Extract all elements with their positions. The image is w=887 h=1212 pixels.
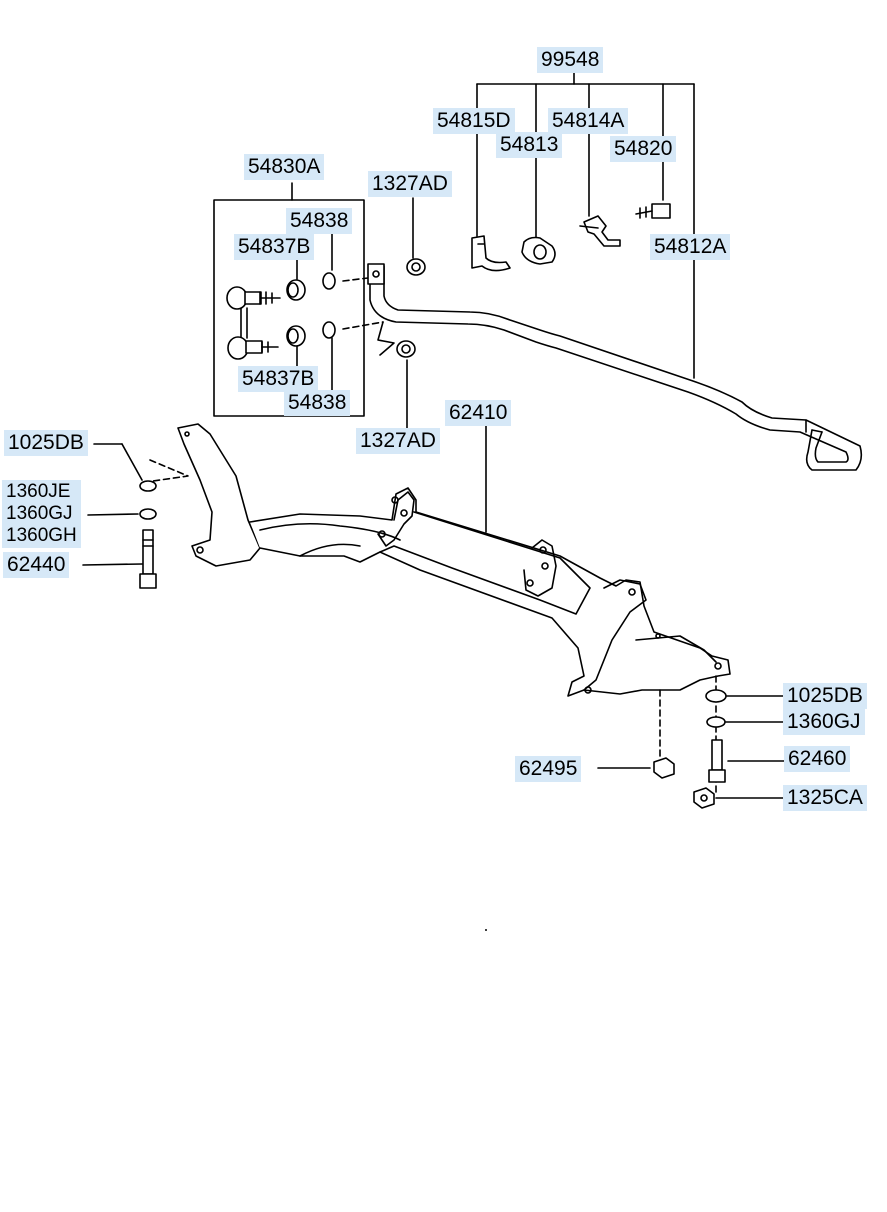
washer-1360-left <box>139 508 157 520</box>
label-62410: 62410 <box>445 400 512 426</box>
crossmember-62410 <box>177 423 731 697</box>
label-99548: 99548 <box>537 47 604 73</box>
bushing-54837b-top <box>286 279 306 301</box>
leader-1025db-left-2 <box>121 443 143 481</box>
label-54830a: 54830A <box>244 154 325 180</box>
bushing-54837b-bot <box>286 325 306 347</box>
label-54837b-bot: 54837B <box>238 366 319 392</box>
nut-62495 <box>653 757 675 779</box>
washer-54838-top <box>322 272 336 290</box>
stabilizer-link <box>226 286 281 360</box>
washer-1360gj-right <box>706 716 726 728</box>
nut-1327ad-bot <box>396 340 416 358</box>
label-1025db-right: 1025DB <box>783 683 867 709</box>
label-62440: 62440 <box>3 552 70 578</box>
clamp-54815d <box>471 235 511 272</box>
label-54813: 54813 <box>496 132 563 158</box>
washer-54838-bot <box>322 321 336 339</box>
label-54815d: 54815D <box>433 108 515 134</box>
label-1325ca: 1325CA <box>783 785 867 811</box>
kit-54830a-box <box>213 199 365 417</box>
label-54820: 54820 <box>610 136 677 162</box>
leader-1360gj-left <box>87 513 139 516</box>
stabilizer-bar <box>367 263 863 471</box>
label-1327ad-top: 1327AD <box>368 171 452 197</box>
washer-1025db-left <box>139 480 157 492</box>
label-1360je: 1360JE <box>6 481 71 502</box>
label-1360gj-right: 1360GJ <box>783 709 865 735</box>
label-stack-1360: 1360JE 1360GJ 1360GH <box>2 480 81 548</box>
label-54838-top: 54838 <box>286 208 353 234</box>
label-1327ad-bot: 1327AD <box>356 428 440 454</box>
washer-1025db-right <box>705 689 727 703</box>
label-1025db-left: 1025DB <box>4 430 88 456</box>
nut-1327ad-top <box>406 258 426 276</box>
bolt-62440 <box>139 529 157 589</box>
bracket-54814a <box>579 215 621 247</box>
label-62495: 62495 <box>515 756 582 782</box>
label-54838-bot: 54838 <box>284 390 351 416</box>
speck <box>485 929 487 931</box>
leader-62440 <box>82 563 143 566</box>
bolt-54820 <box>635 203 671 219</box>
label-54837b-top: 54837B <box>234 234 315 260</box>
dash-left-mount <box>145 459 189 483</box>
label-62460: 62460 <box>784 746 851 772</box>
nut-1325ca <box>693 787 715 809</box>
label-54814a: 54814A <box>548 108 629 134</box>
label-54812a: 54812A <box>650 234 731 260</box>
dash-link-bot <box>342 321 384 330</box>
label-1360gh: 1360GH <box>6 525 77 546</box>
zigzag-link <box>377 321 395 356</box>
bushing-54813 <box>521 236 556 265</box>
bolt-62460 <box>708 739 726 783</box>
dash-link-top <box>342 277 369 282</box>
label-1360gj-left: 1360GJ <box>6 503 73 524</box>
